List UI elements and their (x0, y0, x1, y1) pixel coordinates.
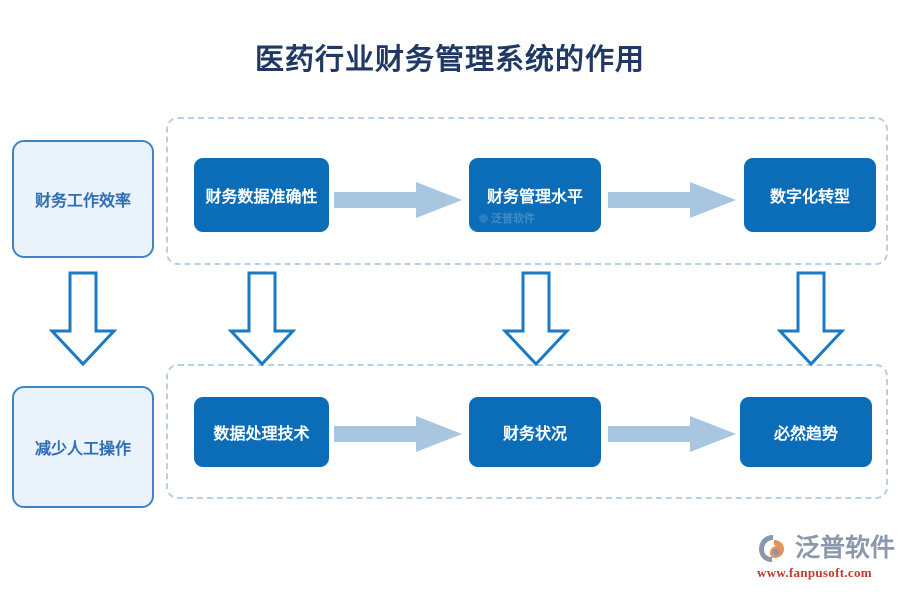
brand-url: www.fanpusoft.com (757, 565, 872, 580)
node-label: 财务数据准确性 (205, 189, 318, 206)
arrow-right-icon (608, 182, 736, 218)
node-label: 数据处理技术 (213, 426, 310, 443)
brand-logo-row: 泛普软件 (757, 533, 896, 563)
node-label: 财务管理水平 (486, 189, 583, 206)
fanpu-logo-icon (759, 535, 784, 562)
arrow-down-icon (49, 271, 117, 367)
watermark-label: 泛普软件 (491, 213, 535, 225)
node-data-accuracy[interactable]: 财务数据准确性 (194, 158, 329, 232)
arrow-right-icon (608, 416, 736, 452)
arrow-right-icon (334, 182, 462, 218)
brand-logo: 泛普软件 www.fanpusoft.com (757, 533, 896, 589)
group-container-bottom (166, 364, 888, 499)
page-title: 医药行业财务管理系统的作用 (254, 44, 645, 76)
arrow-down-icon (228, 271, 296, 367)
arrow-right-icon (334, 416, 462, 452)
node-label: 财务状况 (502, 426, 567, 443)
node-digital-transformation[interactable]: 数字化转型 (744, 158, 876, 232)
side-box-label: 减少人工操作 (34, 441, 131, 458)
node-data-processing-tech[interactable]: 数据处理技术 (194, 397, 329, 467)
node-watermark: 泛普软件 (479, 210, 535, 226)
watermark-dot-icon (479, 213, 488, 223)
side-box-label: 财务工作效率 (34, 193, 131, 210)
side-box-financial-efficiency[interactable]: 财务工作效率 (12, 140, 154, 258)
node-management-level[interactable]: 财务管理水平 泛普软件 (469, 158, 601, 232)
arrow-down-icon (502, 271, 570, 367)
side-box-reduce-manual-work[interactable]: 减少人工操作 (12, 386, 154, 508)
node-label: 必然趋势 (773, 426, 838, 443)
group-container-top (166, 117, 888, 265)
node-inevitable-trend[interactable]: 必然趋势 (740, 397, 872, 467)
brand-name: 泛普软件 (795, 533, 896, 562)
node-label: 数字化转型 (769, 189, 850, 206)
node-financial-status[interactable]: 财务状况 (469, 397, 601, 467)
arrow-down-icon (777, 271, 845, 367)
